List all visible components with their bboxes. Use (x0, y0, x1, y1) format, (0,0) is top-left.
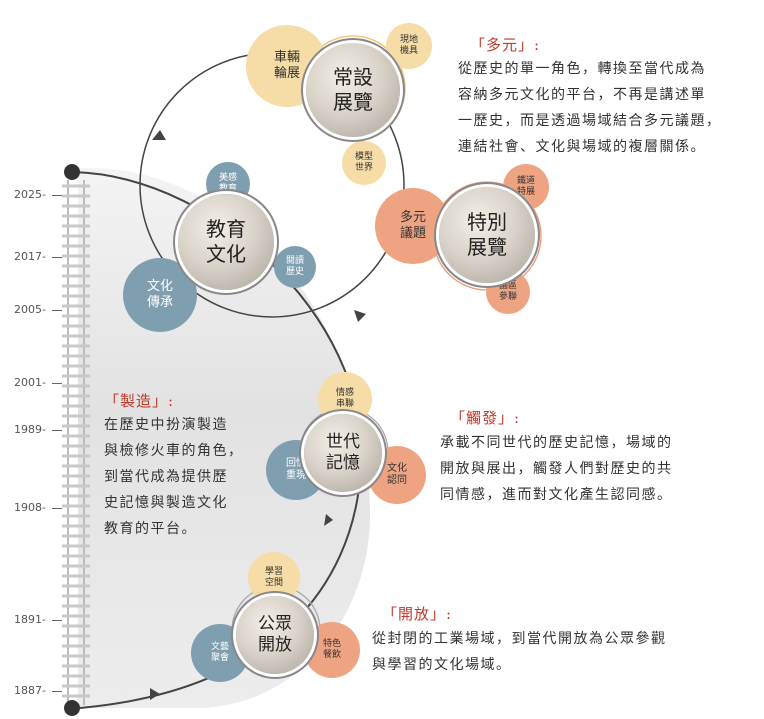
section-touch-body: 承載不同世代的歷史記憶，場域的 開放與展出，觸發人們對歷史的共 同情感，進而對文… (440, 435, 673, 503)
section-touch-title: 「觸發」: (450, 409, 521, 427)
year-label: 2017- (14, 250, 62, 263)
year-label: 1908- (14, 501, 62, 514)
bubble-site-machine: 現地 機具 (386, 23, 432, 69)
bubble-read-history: 閱讀 歷史 (274, 246, 316, 288)
bubble-culture-identity: 文化 認同 (368, 446, 426, 504)
section-manufacture-title: 「製造」: (104, 392, 175, 410)
bubble-learning-space: 學習 空間 (248, 552, 300, 604)
hub-generation-memory: 世代 記憶 (304, 414, 382, 492)
arrow-bottom (150, 688, 160, 700)
section-diverse-body: 從歷史的單一角色，轉換至當代成為 容納多元文化的平台，不再是講述單 一歷史，而是… (458, 61, 722, 155)
year-label: 1891- (14, 613, 62, 626)
section-diverse-title: 「多元」: (470, 36, 541, 54)
arrow-mid (324, 514, 333, 526)
section-open-title: 「開放」: (382, 605, 453, 623)
railway-track (62, 180, 90, 705)
section-manufacture-body: 在歷史中扮演製造 與檢修火車的角色， 到當代成為提供歷 史記憶與製造文化 教育的… (104, 417, 244, 537)
bubble-cultural-heritage: 文化 傳承 (123, 258, 197, 332)
end-dot (64, 700, 80, 716)
bubble-diverse-issue: 多元 議題 (375, 188, 451, 264)
bubble-special-meal: 特色 餐飲 (304, 622, 360, 678)
year-label: 2005- (14, 303, 62, 316)
year-label: 2025- (14, 188, 62, 201)
year-label: 1887- (14, 684, 62, 697)
arrow-right (354, 310, 366, 322)
hub-special-exhibit: 特別 展覽 (439, 187, 535, 283)
year-label: 1989- (14, 423, 62, 436)
hub-education-culture: 教育 文化 (178, 194, 274, 290)
arrow-left (152, 130, 166, 140)
year-label: 2001- (14, 376, 62, 389)
section-open-body: 從封閉的工業場域，到當代開放為公眾參觀 與學習的文化場域。 (372, 631, 667, 673)
hub-permanent-exhibit: 常設 展覽 (306, 43, 400, 137)
start-dot (64, 164, 80, 180)
bubble-model-world: 模型 世界 (342, 141, 386, 185)
hub-public-open: 公眾 開放 (236, 596, 314, 674)
